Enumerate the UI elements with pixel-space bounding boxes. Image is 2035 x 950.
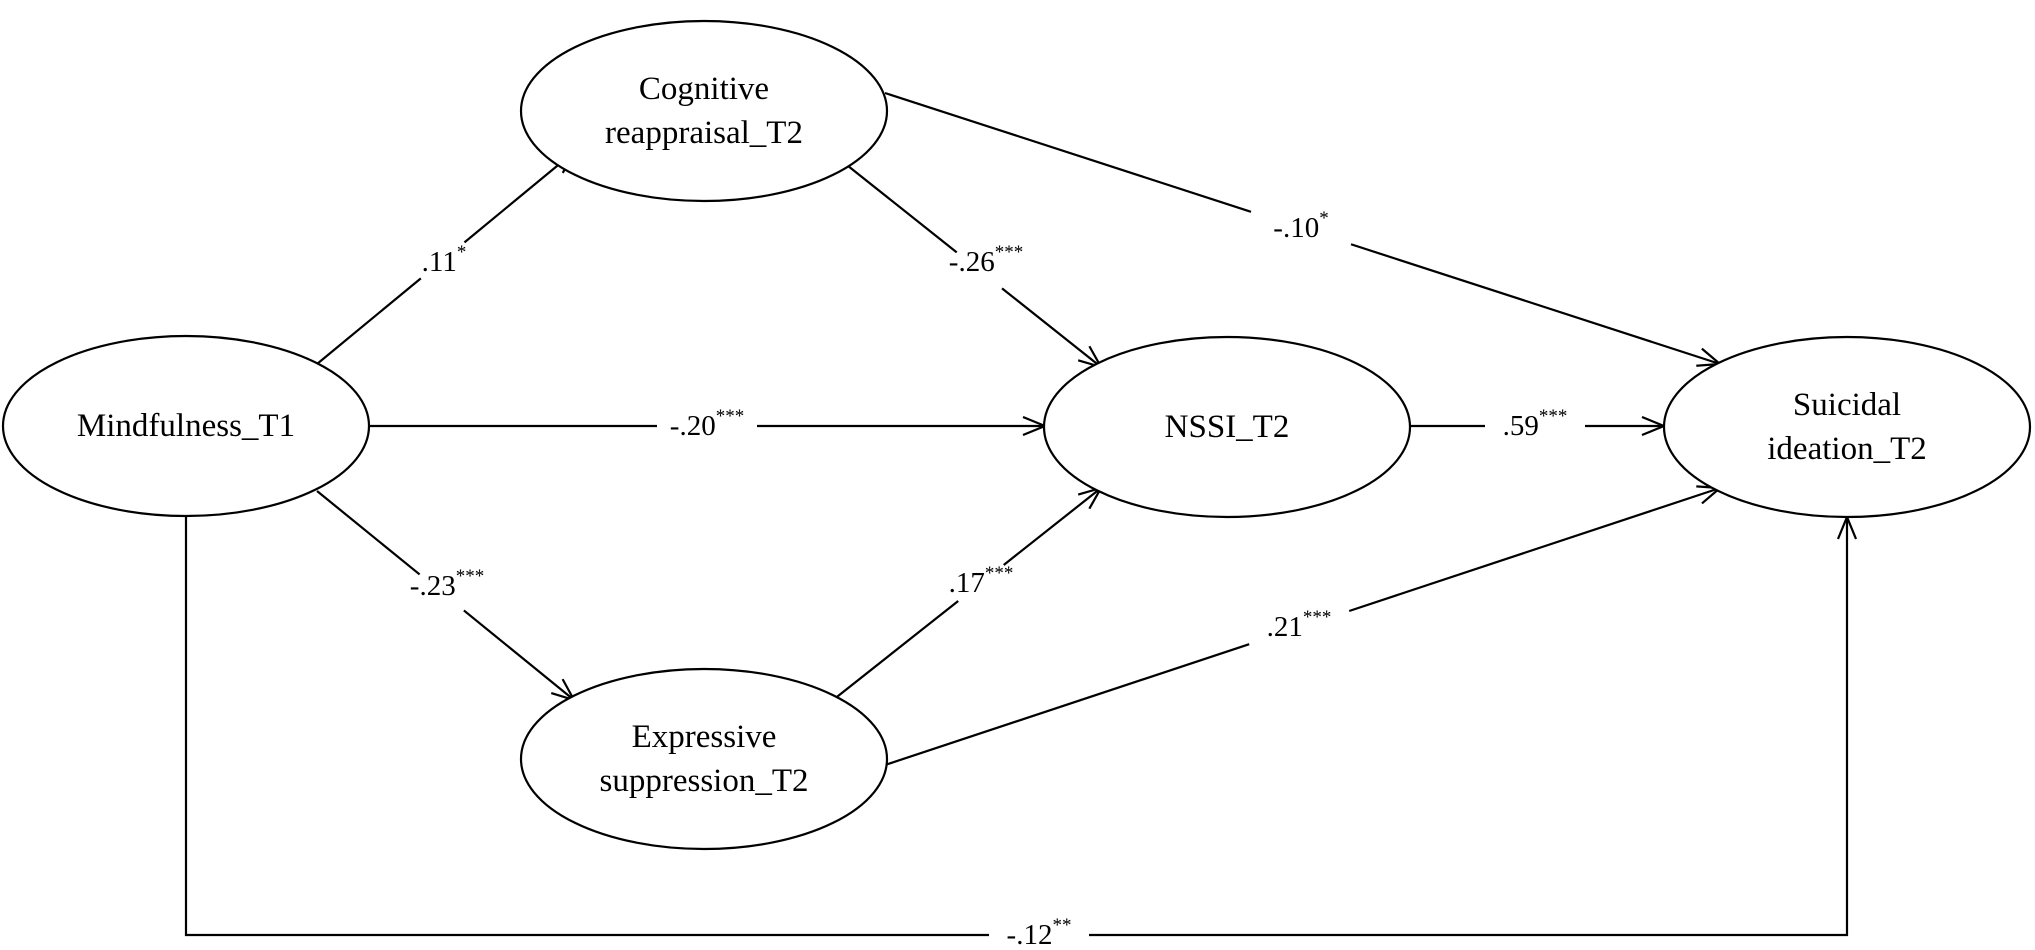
coefficient: -.12 xyxy=(1007,919,1053,950)
significance-stars: *** xyxy=(1539,406,1568,427)
node-reappraisal: Cognitive reappraisal_T2 xyxy=(519,19,889,203)
significance-stars: *** xyxy=(716,406,745,427)
significance-stars: *** xyxy=(985,563,1014,584)
node-suicidal: Suicidal ideation_T2 xyxy=(1662,335,2032,519)
node-label-line: Cognitive xyxy=(639,71,769,107)
edge-label-mind-nssi: -.20*** xyxy=(670,406,744,443)
edge-line-end xyxy=(463,609,574,700)
edge-label-nssi-suic: .59*** xyxy=(1503,406,1568,443)
coefficient: -.20 xyxy=(670,410,716,442)
edge-line-end xyxy=(1350,243,1720,364)
coefficient: -.23 xyxy=(410,570,456,602)
edge-line-start xyxy=(832,600,959,701)
edge-line-end xyxy=(1348,488,1720,613)
node-label-line: Mindfulness_T1 xyxy=(77,408,295,444)
significance-stars: * xyxy=(457,242,467,263)
node-label-line: reappraisal_T2 xyxy=(605,115,803,151)
edge-line-end xyxy=(1089,517,1847,937)
edge-label-mind-suic: -.12** xyxy=(1007,915,1072,950)
edge-labels-layer: .11*-.20***-.23***-.26***-.10*.17***.21*… xyxy=(410,208,1568,950)
edge-line-start xyxy=(884,643,1250,767)
coefficient: -.10 xyxy=(1273,212,1319,244)
coefficient: -.26 xyxy=(949,246,995,278)
edge-mind-suic xyxy=(184,516,1847,937)
node-label-line: Expressive xyxy=(632,719,777,755)
significance-stars: *** xyxy=(1303,607,1332,628)
significance-stars: * xyxy=(1319,208,1329,229)
edge-label-reap-nssi: -.26*** xyxy=(949,242,1023,279)
edge-mind-reap xyxy=(316,152,574,365)
edges-layer xyxy=(184,91,1847,937)
significance-stars: *** xyxy=(995,242,1024,263)
edge-line-end xyxy=(1003,488,1101,566)
node-ellipse xyxy=(519,19,889,203)
significance-stars: *** xyxy=(456,566,485,587)
edge-line-end xyxy=(1001,287,1101,367)
edge-reap-suic xyxy=(884,91,1720,364)
edge-line-start xyxy=(184,516,989,937)
edge-label-reap-suic: -.10* xyxy=(1273,208,1328,245)
node-ellipse xyxy=(1042,335,1412,519)
coefficient: .21 xyxy=(1267,611,1303,643)
node-ellipse xyxy=(1,334,371,518)
edge-label-mind-supp: -.23*** xyxy=(410,566,484,603)
edge-label-supp-suic: .21*** xyxy=(1267,607,1332,644)
edge-line-start xyxy=(316,277,422,365)
nodes-layer: Mindfulness_T1 Cognitive reappraisal_T2Exp… xyxy=(1,19,2032,851)
edge-line-end xyxy=(463,152,574,244)
edge-line-start xyxy=(884,91,1252,213)
edge-supp-nssi xyxy=(832,488,1101,701)
edge-line-start xyxy=(832,153,958,254)
edge-supp-suic xyxy=(884,488,1720,767)
node-label-line: NSSI_T2 xyxy=(1165,409,1290,445)
node-label-line: Suicidal xyxy=(1793,387,1901,423)
edge-line-start xyxy=(316,490,421,576)
significance-stars: ** xyxy=(1052,915,1071,936)
edge-mind-supp xyxy=(316,490,574,700)
node-label-line: ideation_T2 xyxy=(1767,431,1926,467)
coefficient: .17 xyxy=(949,567,985,599)
edge-label-mind-reap: .11* xyxy=(422,242,467,279)
node-label-line: suppression_T2 xyxy=(600,763,809,799)
node-ellipse xyxy=(1662,335,2032,519)
edge-reap-nssi xyxy=(832,153,1101,367)
coefficient: .11 xyxy=(422,246,457,278)
edge-label-supp-nssi: .17*** xyxy=(949,563,1014,600)
node-suppression: Expressive suppression_T2 xyxy=(519,667,889,851)
node-nssi: NSSI_T2 xyxy=(1042,335,1412,519)
node-mindfulness: Mindfulness_T1 xyxy=(1,334,371,518)
node-ellipse xyxy=(519,667,889,851)
coefficient: .59 xyxy=(1503,410,1539,442)
